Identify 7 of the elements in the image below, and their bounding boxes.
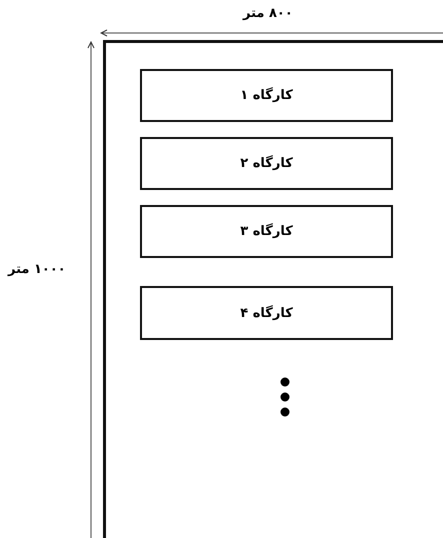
workshop-box: کارگاه ۴ [140,286,393,340]
workshop-box: کارگاه ۱ [140,69,393,122]
dimension-label: ۸۰۰ متر [243,6,293,21]
workshop-box: کارگاه ۲ [140,137,393,190]
site-boundary [103,40,443,538]
workshop-box: کارگاه ۳ [140,205,393,258]
dimension-label: ۱۰۰۰ متر [8,262,66,277]
